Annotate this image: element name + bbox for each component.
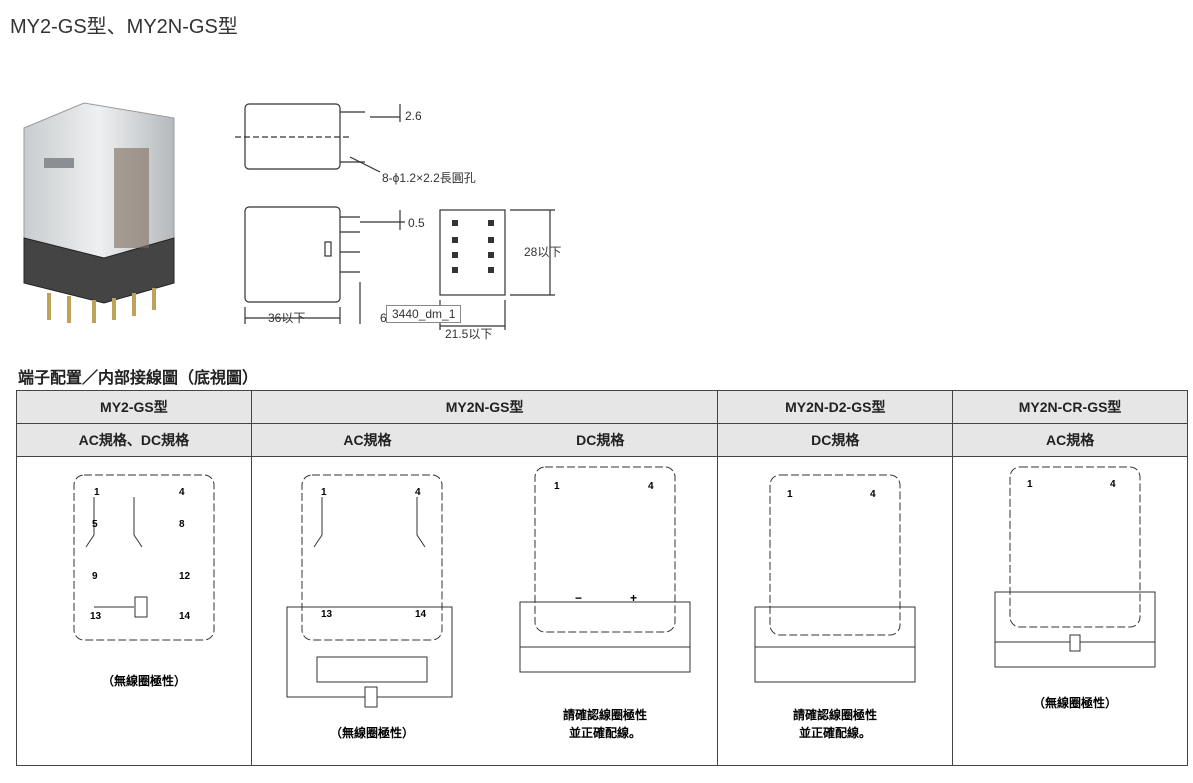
terminal-5: 5: [92, 519, 98, 530]
terminal-4: 4: [648, 481, 654, 492]
wiring-diagram-my2n-d2: 1 4 請確認線圈極性 並正確配線。: [754, 474, 916, 740]
wiring-diagram-my2n-cr: 1 4 （無線圈極性）: [994, 466, 1156, 710]
note-polarity-2: 並正確配線。: [569, 725, 641, 740]
note-polarity-1: 請確認線圈極性: [793, 707, 877, 722]
dimension-drawing: 2.6 8-ϕ1.2×2.2長圓孔 0.5 28以下 36以下 6 21.5以下: [235, 103, 561, 341]
terminal-13: 13: [90, 611, 102, 622]
dim-pin-hole: 8-ϕ1.2×2.2長圓孔: [382, 171, 476, 185]
relay-photo: [23, 102, 175, 323]
plus-sign: +: [630, 591, 637, 605]
spec-header-ac: AC規格: [250, 423, 484, 457]
terminal-13: 13: [321, 609, 333, 620]
model-header-my2n-d2-gs: MY2N-D2-GS型: [717, 390, 954, 424]
wiring-diagram-my2n-ac: 1 4 13 14 （無線圈極性）: [286, 474, 453, 740]
terminal-14: 14: [415, 609, 427, 620]
spec-header-ac-dc: AC規格、DC規格: [16, 423, 252, 457]
terminal-1: 1: [94, 487, 100, 498]
diagram-cell-my2n-dc: 1 4 − + 請確認線圈極性 並正確配線。: [483, 456, 719, 766]
diagram-cell-my2n-ac: 1 4 13 14 （無線圈極性）: [250, 456, 484, 766]
terminal-1: 1: [787, 489, 793, 500]
model-header-my2n-gs: MY2N-GS型: [250, 390, 719, 424]
model-header-my2-gs: MY2-GS型: [16, 390, 252, 424]
diagram-cell-my2n-d2: 1 4 請確認線圈極性 並正確配線。: [717, 456, 954, 766]
minus-sign: −: [575, 591, 582, 605]
wiring-diagram-my2n-dc: 1 4 − + 請確認線圈極性 並正確配線。: [519, 466, 691, 740]
terminal-4: 4: [1110, 479, 1116, 490]
terminal-9: 9: [92, 571, 98, 582]
dim-pin-thickness: 0.5: [408, 216, 425, 230]
dim-length: 36以下: [268, 311, 305, 325]
note-no-polarity: （無線圈極性）: [330, 725, 414, 740]
terminal-4: 4: [179, 487, 185, 498]
terminal-14: 14: [179, 611, 191, 622]
terminal-4: 4: [870, 489, 876, 500]
dim-width: 21.5以下: [445, 327, 492, 341]
spec-header-dc-d2: DC規格: [717, 423, 954, 457]
terminal-8: 8: [179, 519, 185, 530]
dim-pin-spacing: 2.6: [405, 109, 422, 123]
diagram-cell-my2-gs: 1 4 5 8 9 12 13 14 （無線圈極性）: [16, 456, 252, 766]
spec-header-dc: DC規格: [483, 423, 719, 457]
dim-height: 28以下: [524, 245, 561, 259]
terminal-1: 1: [1027, 479, 1033, 490]
note-no-polarity: （無線圈極性）: [1033, 695, 1117, 710]
image-tooltip: 3440_dm_1: [386, 305, 462, 323]
terminal-1: 1: [321, 487, 327, 498]
note-polarity-2: 並正確配線。: [799, 725, 871, 740]
section-heading: 端子配置／内部接線圖（底視圖）: [18, 370, 259, 387]
terminal-1: 1: [554, 481, 560, 492]
wiring-diagram-my2-gs: 1 4 5 8 9 12 13 14 （無線圈極性）: [73, 474, 215, 688]
terminal-4: 4: [415, 487, 421, 498]
diagram-cell-my2n-cr: 1 4 （無線圈極性）: [952, 456, 1188, 766]
page-title: MY2-GS型、MY2N-GS型: [10, 16, 238, 38]
terminal-12: 12: [179, 571, 191, 582]
model-header-my2n-cr-gs: MY2N-CR-GS型: [952, 390, 1188, 424]
note-polarity-1: 請確認線圈極性: [563, 707, 647, 722]
note-no-polarity: （無線圈極性）: [102, 673, 186, 688]
dim-offset: 6: [380, 311, 387, 325]
spec-header-ac-cr: AC規格: [952, 423, 1188, 457]
terminal-table: MY2-GS型 MY2N-GS型 MY2N-D2-GS型 MY2N-CR-GS型…: [16, 390, 1188, 766]
